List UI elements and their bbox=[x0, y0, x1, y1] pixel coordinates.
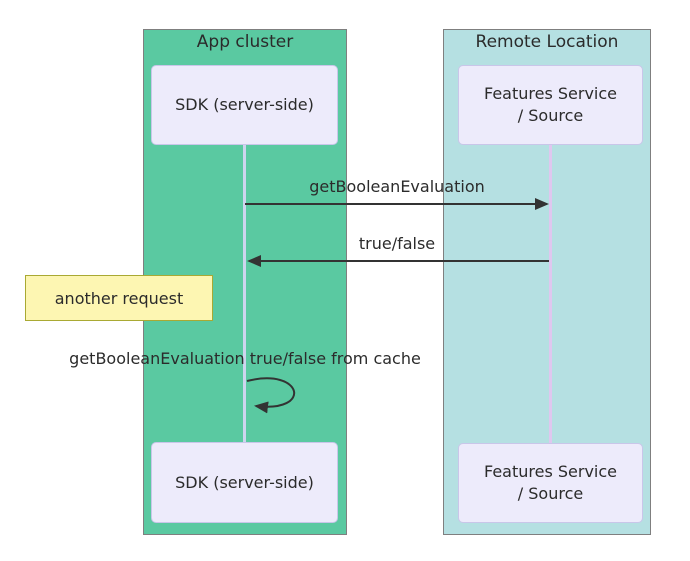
app-cluster-title: App cluster bbox=[196, 32, 294, 52]
features-service-lifeline bbox=[549, 145, 552, 443]
message-label-cache-self: getBooleanEvaluation true/false from cac… bbox=[69, 349, 421, 368]
participant-features-bottom-line1: Features Service bbox=[483, 462, 617, 482]
participant-features-top-line2: / Source bbox=[517, 106, 584, 125]
participant-features-bottom-line2: / Source bbox=[517, 484, 584, 503]
participant-sdk-bottom: SDK (server-side) bbox=[151, 442, 338, 523]
participant-sdk-bottom-label: SDK (server-side) bbox=[175, 472, 314, 492]
message-label-get-boolean-evaluation: getBooleanEvaluation bbox=[309, 177, 485, 196]
participant-sdk-top: SDK (server-side) bbox=[151, 65, 338, 145]
note-label: another request bbox=[54, 288, 184, 308]
participant-features-bottom: Features Service / Source bbox=[458, 443, 643, 523]
participant-sdk-top-label: SDK (server-side) bbox=[175, 95, 314, 115]
participant-features-top-line1: Features Service bbox=[483, 84, 617, 104]
sdk-lifeline bbox=[243, 145, 246, 442]
remote-location-title: Remote Location bbox=[475, 32, 619, 52]
message-label-true-false: true/false bbox=[358, 234, 436, 253]
participant-features-top: Features Service / Source bbox=[458, 65, 643, 145]
note-another-request: another request bbox=[25, 275, 213, 321]
